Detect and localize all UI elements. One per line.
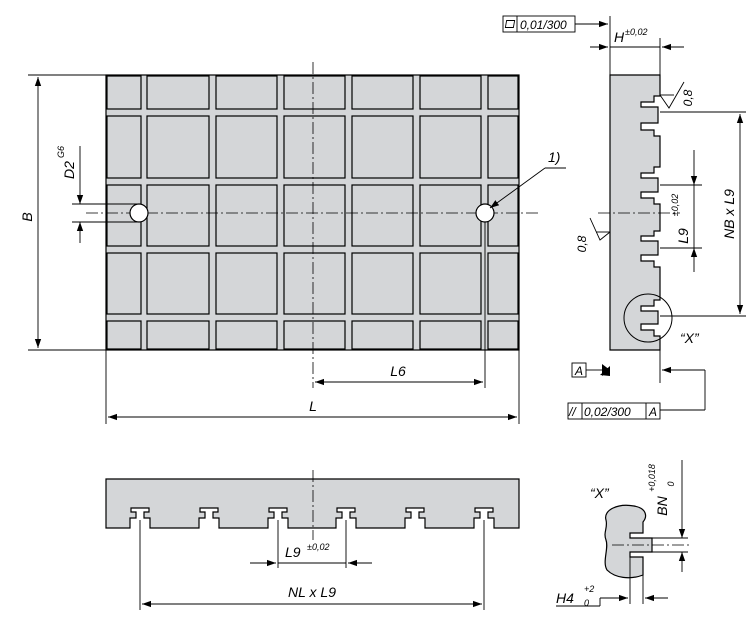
datum-a: A [571, 362, 610, 378]
nl-l9-label: NL x L9 [288, 584, 336, 600]
pocket-3-3 [283, 252, 346, 315]
pocket-4-0 [106, 320, 142, 350]
flatness-value: 0,01/300 [520, 18, 567, 32]
l6-label: L6 [390, 363, 406, 379]
bottom-profile [105, 478, 520, 529]
pocket-3-1 [146, 252, 210, 315]
b-label: B [19, 212, 35, 221]
side-profile [609, 74, 661, 351]
h4-tol-upper: +2 [584, 584, 594, 594]
pocket-1-6 [487, 115, 519, 179]
front-view: B D2 G6 1) L6 L [19, 62, 566, 424]
parallel-datum: A [648, 405, 657, 419]
flatness-tolerance-frame: 0,01/300 [502, 15, 608, 33]
bn-tol-upper: +0,018 [647, 464, 657, 492]
detail-x-label: “X” [680, 330, 700, 346]
pocket-3-4 [351, 252, 414, 315]
pocket-4-3 [283, 320, 346, 350]
pocket-3-0 [106, 252, 142, 315]
d2-fit-label: G6 [56, 146, 66, 158]
bottom-view: L9 ±0,02 NL x L9 [105, 470, 520, 610]
roughness-symbol-left: 0,8 [575, 217, 611, 252]
pocket-1-2 [215, 115, 278, 179]
pocket-0-5 [419, 75, 482, 110]
bn-label: BN [654, 495, 670, 515]
pocket-4-2 [215, 320, 278, 350]
pocket-1-5 [419, 115, 482, 179]
pocket-4-6 [487, 320, 519, 350]
note-1-label: 1) [548, 149, 560, 165]
pocket-0-4 [351, 75, 414, 110]
l9-side-label: L9 [675, 228, 691, 244]
pocket-3-6 [487, 252, 519, 315]
pocket-2-3 [283, 184, 346, 247]
l9-bottom-tol: ±0,02 [307, 542, 329, 552]
note-leader [489, 167, 546, 209]
l9-bottom-label: L9 [285, 544, 301, 560]
pocket-2-5 [419, 184, 482, 247]
detail-x-title: “X” [590, 485, 610, 501]
roughness-left-label: 0,8 [575, 235, 589, 252]
h4-tol-lower: 0 [584, 598, 589, 608]
left-bore [129, 203, 149, 223]
roughness-top-label: 0,8 [681, 89, 695, 106]
pocket-3-5 [419, 252, 482, 315]
pocket-1-4 [351, 115, 414, 179]
parallel-value: 0,02/300 [584, 405, 631, 419]
pocket-0-2 [215, 75, 278, 110]
l9-side-tol: ±0,02 [670, 194, 680, 216]
detail-x: “X” BN +0,018 0 H4 +2 0 [556, 460, 690, 608]
l-label: L [309, 398, 317, 414]
pocket-2-4 [351, 184, 414, 247]
datum-a-label: A [574, 364, 583, 378]
h-tol-label: ±0,02 [625, 27, 647, 37]
pocket-1-1 [146, 115, 210, 179]
pocket-grid [106, 75, 519, 350]
pocket-4-5 [419, 320, 482, 350]
pocket-2-2 [215, 184, 278, 247]
pocket-0-3 [283, 75, 346, 110]
pocket-4-1 [146, 320, 210, 350]
roughness-symbol-top: 0,8 [659, 81, 695, 109]
d2-label: D2 [61, 161, 77, 179]
pocket-3-2 [215, 252, 278, 315]
pocket-0-1 [146, 75, 210, 110]
pocket-1-3 [283, 115, 346, 179]
parallel-symbol: // [568, 405, 577, 419]
pocket-4-4 [351, 320, 414, 350]
detail-x-profile [604, 504, 653, 579]
h-label: H [614, 29, 625, 45]
h4-label: H4 [556, 590, 574, 606]
pocket-2-1 [146, 184, 210, 247]
pocket-0-0 [106, 75, 142, 110]
pocket-1-0 [106, 115, 142, 179]
nb-l9-label: NB x L9 [721, 189, 737, 239]
side-view: “X” 0,01/300 H ±0,02 0,8 0,8 [502, 15, 746, 420]
detail-x-circle [623, 293, 673, 343]
parallelism-tolerance-frame: // 0,02/300 A [567, 350, 706, 420]
bn-tol-lower: 0 [666, 481, 676, 486]
pocket-0-6 [487, 75, 519, 110]
